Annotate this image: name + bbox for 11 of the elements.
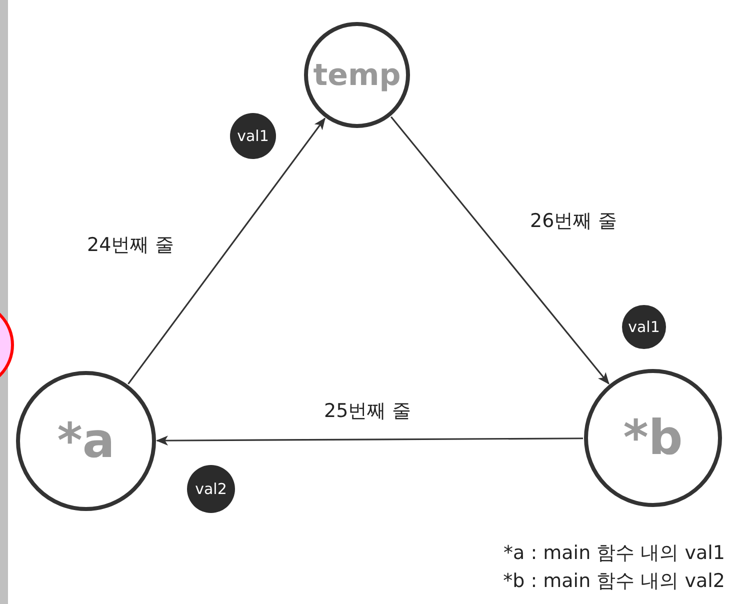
- variable-circle: *b: [584, 369, 722, 507]
- arrow: [156, 436, 583, 446]
- value-badge: val2: [187, 465, 235, 513]
- variable-circle: temp: [304, 22, 410, 128]
- variable-circle: *a: [16, 371, 156, 511]
- note-text: *b : main 함수 내의 val2: [503, 569, 725, 594]
- arrow: [390, 116, 610, 385]
- value-badge: val1: [230, 113, 276, 159]
- arrow: [128, 118, 326, 384]
- value-badge: val1: [622, 305, 666, 349]
- note-text: *a : main 함수 내의 val1: [504, 541, 725, 566]
